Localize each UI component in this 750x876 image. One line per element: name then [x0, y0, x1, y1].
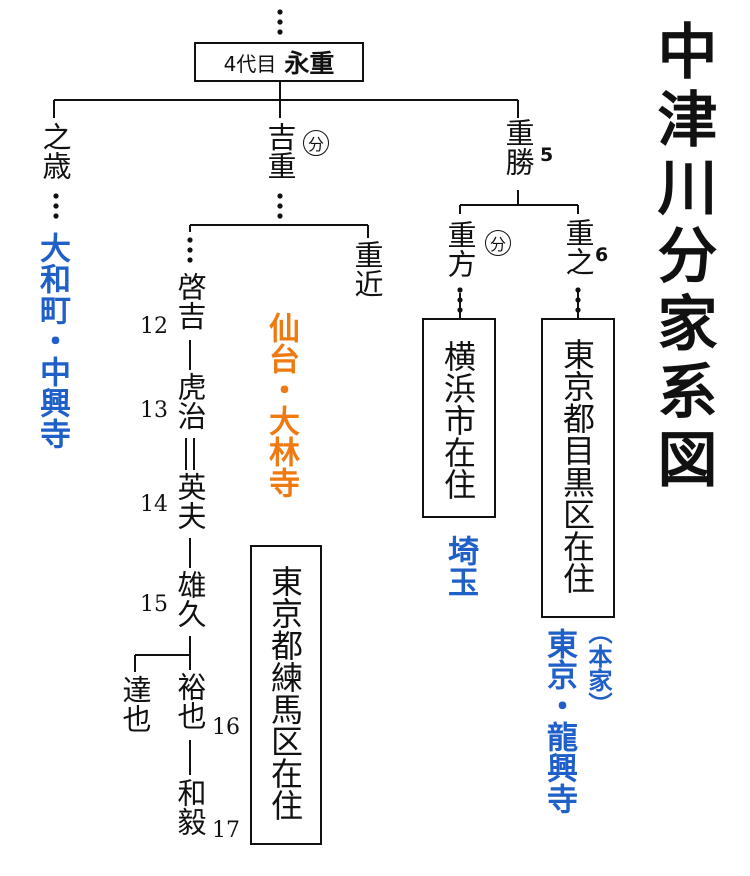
shigechika-name: 重近 — [350, 240, 384, 298]
generation-number: 6 — [595, 244, 609, 266]
generation-number: 16 — [212, 715, 240, 740]
shigeyuki-name: 重之 — [561, 218, 595, 276]
sibling-name: 達也 — [118, 675, 152, 733]
head-family-note: （本家） — [584, 620, 612, 716]
descendant-name: 裕也 — [173, 672, 207, 730]
diagram-title: 中津川分家系図 — [647, 20, 717, 496]
descendant-name: 虎治 — [173, 372, 207, 430]
generation-number: 15 — [140, 592, 168, 617]
ellipsis-dots — [277, 9, 283, 35]
root-box: 4代目 永重 — [194, 42, 364, 82]
generation-number: 5 — [540, 144, 554, 166]
residence-text: 横浜市在住 — [439, 340, 477, 500]
root-name: 永重 — [284, 49, 335, 78]
descendant-name: 和毅 — [173, 778, 207, 836]
branch-mark-shigekata: 分 — [485, 230, 511, 256]
generation-number: 14 — [140, 492, 168, 517]
generation-number: 12 — [140, 314, 168, 339]
shigekata-name: 重方 — [443, 220, 477, 278]
descendant-name: 啓吉 — [173, 272, 207, 330]
residence-box-yokohama: 横浜市在住 — [422, 318, 496, 518]
yoshishige-name: 吉重 — [263, 122, 297, 180]
residence-box-nerima: 東京都練馬区在住 — [250, 545, 322, 845]
generation-number: 13 — [140, 398, 168, 423]
descendant-name: 雄久 — [173, 570, 207, 628]
shigeyuki-place: 東京・龍興寺 — [541, 628, 577, 814]
descendant-name: 英夫 — [173, 472, 207, 530]
generation-number: 17 — [212, 818, 240, 843]
root-generation: 4代目 — [223, 51, 277, 76]
residence-text: 東京都練馬区在住 — [266, 565, 304, 821]
residence-box-meguro: 東京都目黒区在住 — [541, 318, 615, 618]
residence-text: 東京都目黒区在住 — [558, 338, 596, 594]
branch-mark-yoshishige: 分 — [303, 130, 329, 156]
yukitoshi-place: 大和町・中興寺 — [34, 232, 70, 449]
shigekata-place: 埼玉 — [442, 535, 478, 597]
yukitoshi-name: 之歳 — [38, 122, 72, 180]
shigekatsu-name: 重勝 — [501, 118, 535, 176]
yoshishige-temple: 仙台・大林寺 — [263, 312, 299, 498]
ellipsis-dots — [53, 193, 581, 313]
